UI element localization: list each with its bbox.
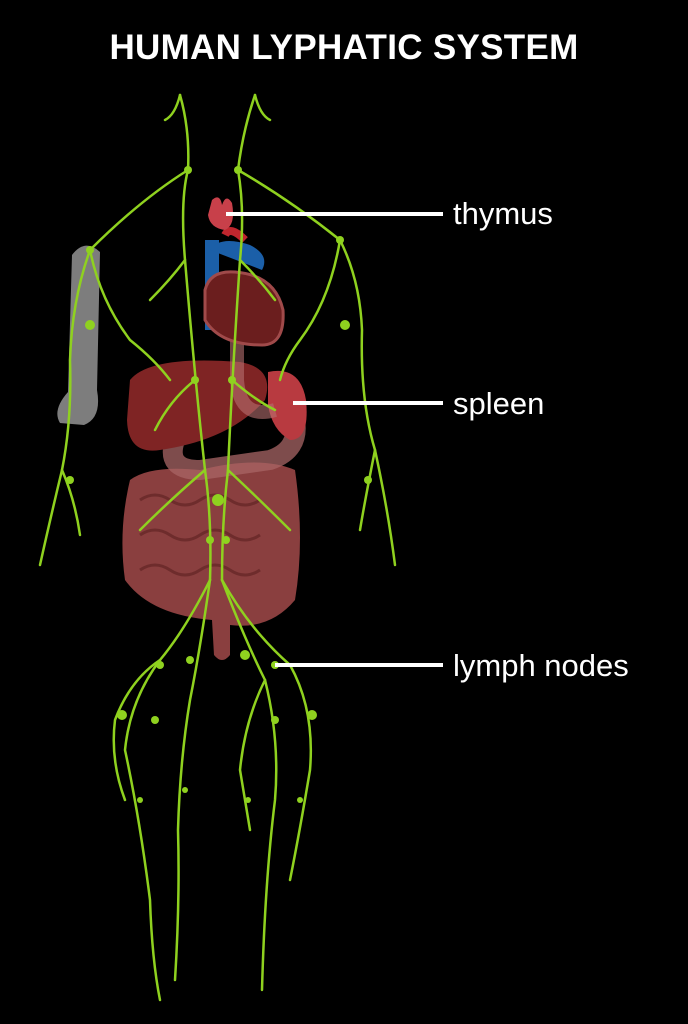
lymph-nodes-label: lymph nodes	[453, 648, 629, 683]
spleen	[268, 370, 307, 440]
lymph-nodes-leader-line	[275, 663, 443, 667]
thymus	[208, 197, 234, 230]
humerus-bone	[57, 245, 100, 425]
diagram-title: HUMAN LYPHATIC SYSTEM	[109, 28, 579, 67]
spleen-leader-line	[293, 401, 443, 405]
thymus-label: thymus	[453, 196, 553, 231]
heart	[203, 227, 285, 347]
thymus-leader-line	[226, 212, 443, 216]
lymph-node-markers	[66, 166, 372, 803]
spleen-label: spleen	[453, 386, 545, 421]
